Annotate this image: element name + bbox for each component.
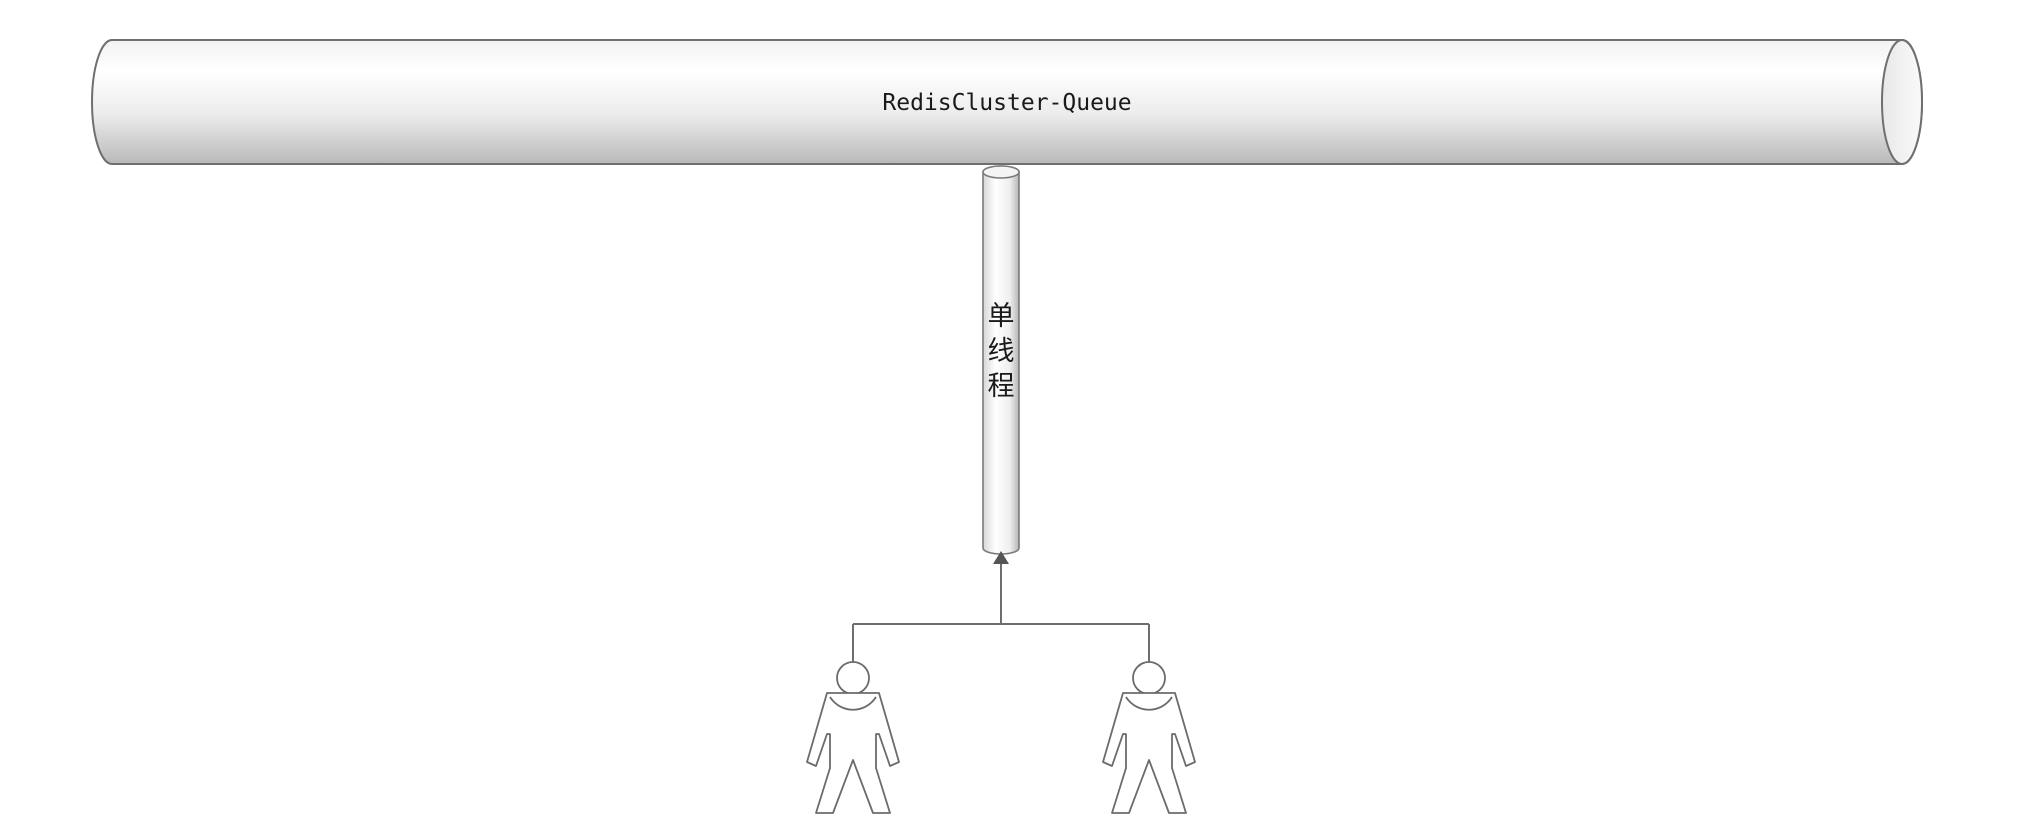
redis-cluster-queue-pipe: RedisCluster-Queue <box>91 39 1923 165</box>
queue-label: RedisCluster-Queue <box>882 90 1131 116</box>
queue-pipe-end-cap <box>1881 39 1923 165</box>
actor-left-icon <box>806 661 900 814</box>
thread-label: 单线程 <box>988 301 1015 402</box>
connector <box>852 562 1150 665</box>
arrow-head-icon <box>993 551 1009 564</box>
thread-pipe-top-cap <box>982 165 1020 179</box>
single-thread-pipe: 单线程 <box>982 165 1020 555</box>
actor-right-icon <box>1102 661 1196 814</box>
